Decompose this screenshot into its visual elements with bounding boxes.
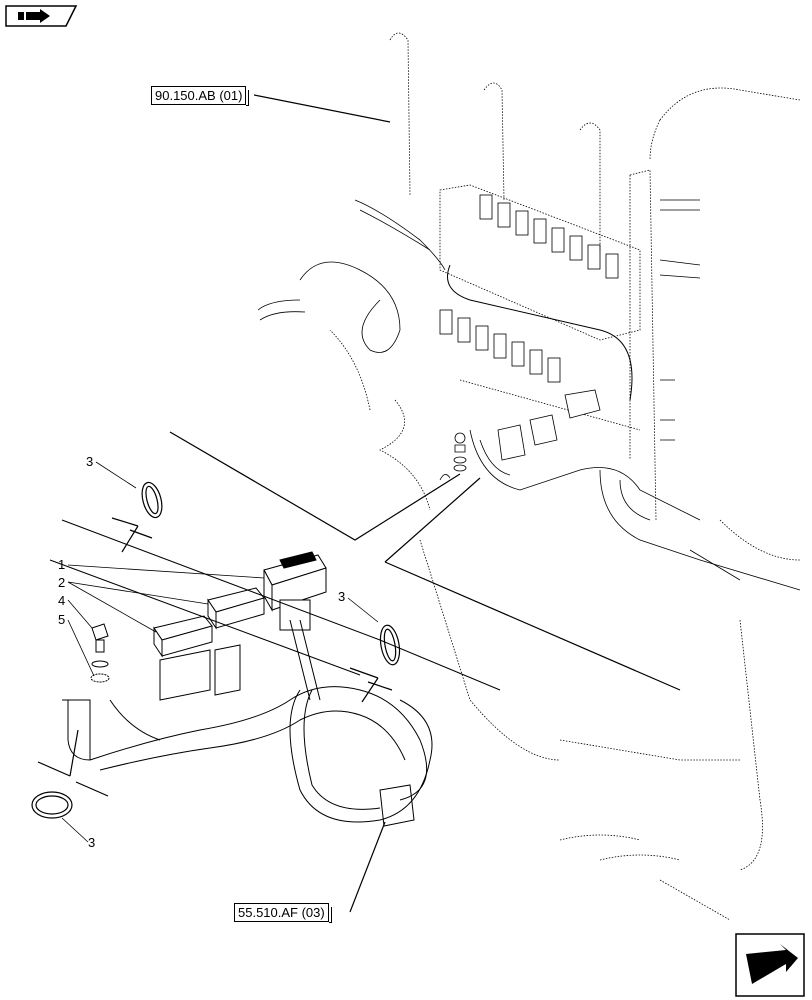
blank-switch-2b (153, 615, 213, 658)
reference-bottom[interactable]: 55.510.AF (03) (234, 903, 332, 923)
blank-switch-2a (207, 587, 265, 630)
return-arrow-icon[interactable] (5, 5, 78, 27)
ground-bolt (90, 623, 110, 683)
callout-4: 4 (58, 593, 66, 608)
upper-harness (257, 199, 801, 591)
callout-leaders (61, 461, 379, 843)
callout-1: 1 (58, 557, 66, 572)
next-page-arrow-icon[interactable] (735, 933, 805, 997)
callout-5: 5 (58, 612, 66, 627)
reference-top[interactable]: 90.150.AB (01) (151, 86, 250, 106)
leader-lines (169, 94, 681, 913)
grommet-lower (31, 791, 73, 819)
callout-3-upper: 3 (86, 454, 94, 469)
grommet-upper (141, 481, 163, 519)
callout-3-middle: 3 (338, 589, 346, 604)
lower-harness (49, 519, 501, 827)
break-marks (37, 517, 393, 797)
callout-2: 2 (58, 575, 66, 590)
callout-3-lower: 3 (88, 835, 96, 850)
rocker-switch-1 (263, 551, 327, 631)
grommet-middle (379, 624, 401, 666)
relay-block (439, 184, 641, 461)
panel-outline (329, 32, 801, 921)
